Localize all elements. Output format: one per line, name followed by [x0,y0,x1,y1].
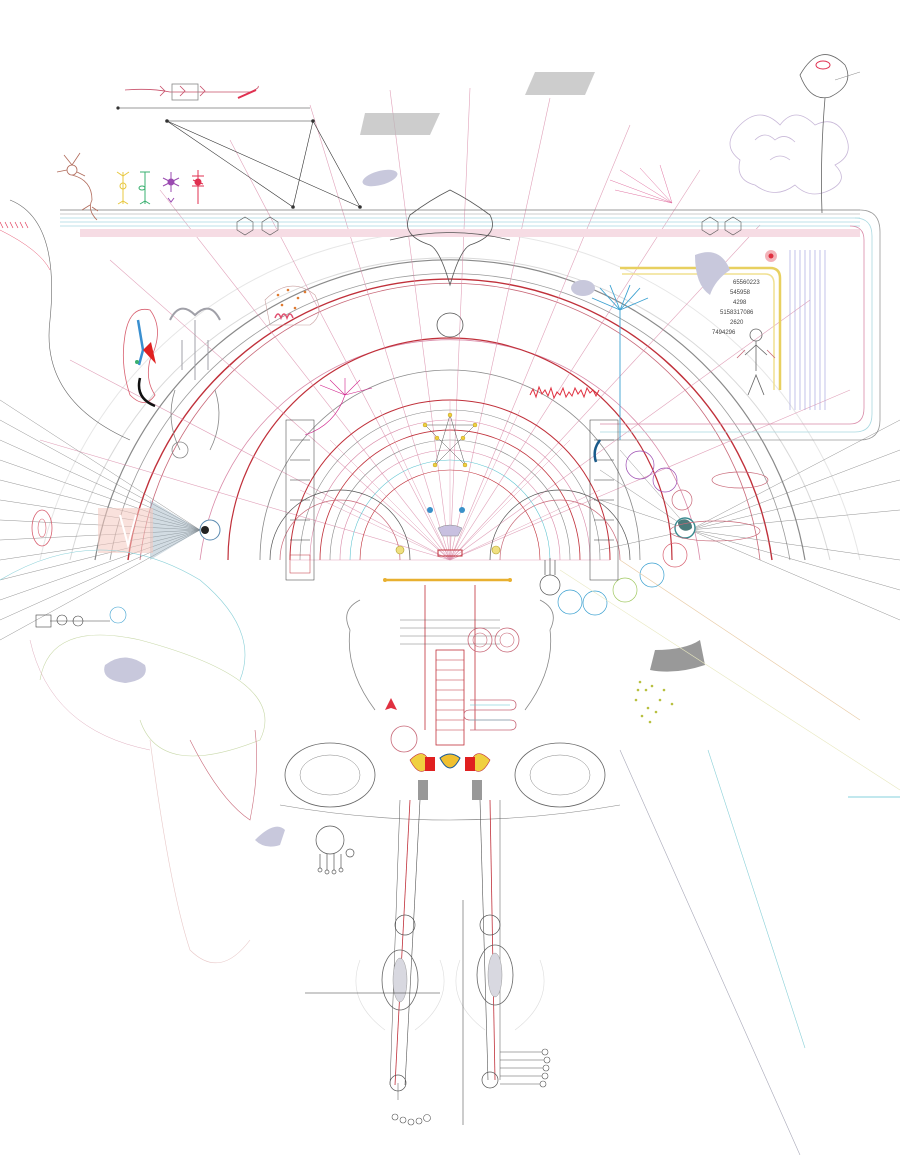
skull-top-right [799,54,861,214]
cortex-dots [264,285,320,326]
svg-text:5158317086: 5158317086 [720,310,754,316]
svg-text:2620: 2620 [730,320,744,326]
lavender-shapes [104,169,730,847]
brain-outline-right [729,114,849,195]
left-hippocampus [122,308,158,408]
radial-grid [39,87,851,561]
molecule-strip [236,216,742,236]
left-machine-column [285,419,315,581]
central-winged-form [389,189,511,338]
legs [305,799,551,1126]
svg-text:7494296: 7494296 [712,330,736,336]
left-grey-figure [169,307,221,459]
bipolar-neuron-yellow [116,171,130,205]
pelvis [279,742,621,821]
svg-text:545958: 545958 [730,290,751,296]
neuron-row [56,152,204,221]
right-eye [674,517,696,539]
left-hand-disc [315,825,355,875]
pyramidal-neuron-brown [56,152,99,221]
right-panel-numbers: 65560223 545958 4298 5158317086 2620 749… [712,280,760,336]
svg-text:4298: 4298 [733,300,747,306]
pink-fan [609,164,673,204]
svg-text:65560223: 65560223 [733,280,760,286]
horizontal-band [60,209,881,441]
outer-arcs [39,230,861,561]
yellow-constellation [422,412,478,468]
right-lens-circles [557,450,769,616]
eeg-trace [529,385,600,400]
loose-curves-left [0,199,266,964]
neuron-green [138,171,151,205]
magenta-fan [304,378,373,436]
connector-lines [116,106,362,209]
right-small-figure [736,328,776,396]
left-eye [199,519,221,541]
left-small-machine [35,606,127,628]
right-machine-column [589,419,619,581]
neuron-red [192,170,204,204]
dot-cluster [634,680,674,724]
yellow-bracket [620,266,782,390]
grey-hatch-blocks [360,72,595,135]
face [395,507,501,557]
pink-ticks-left [0,221,29,229]
left-eye-cone [31,500,200,560]
diagonals [559,559,900,1155]
blue-tree-neuron [591,284,649,440]
right-column-lines [789,250,826,410]
stellate-neuron-purple [162,172,180,203]
neuron-chain-top [124,83,259,101]
right-hand-disc [539,558,561,596]
torso [346,585,554,753]
right-eye-rays [599,419,900,621]
